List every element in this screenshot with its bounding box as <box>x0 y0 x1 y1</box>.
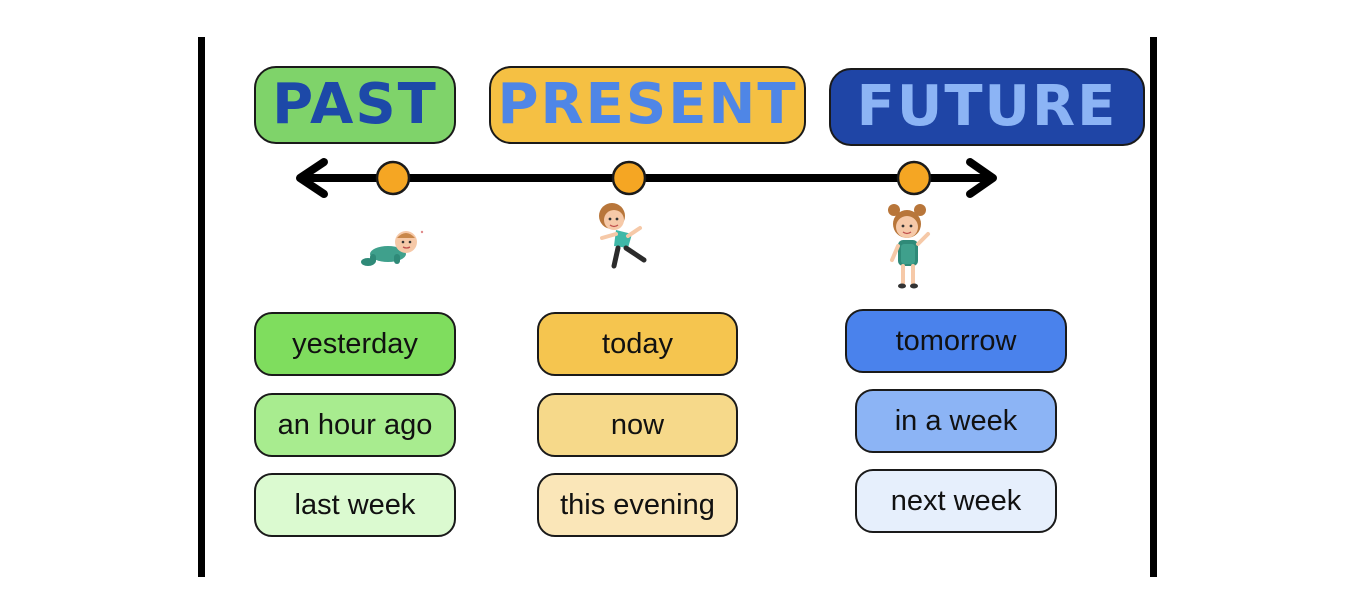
past-marker <box>375 160 411 196</box>
future-header: FUTURE <box>829 68 1145 146</box>
girl-with-backpack-icon <box>888 204 930 289</box>
present-header-label: PRESENT <box>497 72 798 137</box>
timeline <box>296 158 997 198</box>
present-word-this-evening: this evening <box>537 473 738 537</box>
past-header-label: PAST <box>272 72 438 137</box>
future-word-in-a-week: in a week <box>855 389 1057 453</box>
present-word-now: now <box>537 393 738 457</box>
timeline-left-arrowhead <box>296 158 328 198</box>
left-border <box>198 37 205 577</box>
right-border <box>1150 37 1157 577</box>
crawling-baby-icon <box>361 230 424 266</box>
future-word-tomorrow: tomorrow <box>845 309 1067 373</box>
timeline-right-arrowhead <box>966 158 997 198</box>
past-word-an-hour-ago: an hour ago <box>254 393 456 457</box>
running-child-icon <box>599 203 647 269</box>
past-word-yesterday: yesterday <box>254 312 456 376</box>
present-header: PRESENT <box>489 66 806 144</box>
future-marker <box>896 160 932 196</box>
present-word-today: today <box>537 312 738 376</box>
past-word-last-week: last week <box>254 473 456 537</box>
past-header: PAST <box>254 66 456 144</box>
future-word-next-week: next week <box>855 469 1057 533</box>
future-header-label: FUTURE <box>856 74 1118 139</box>
present-marker <box>611 160 647 196</box>
